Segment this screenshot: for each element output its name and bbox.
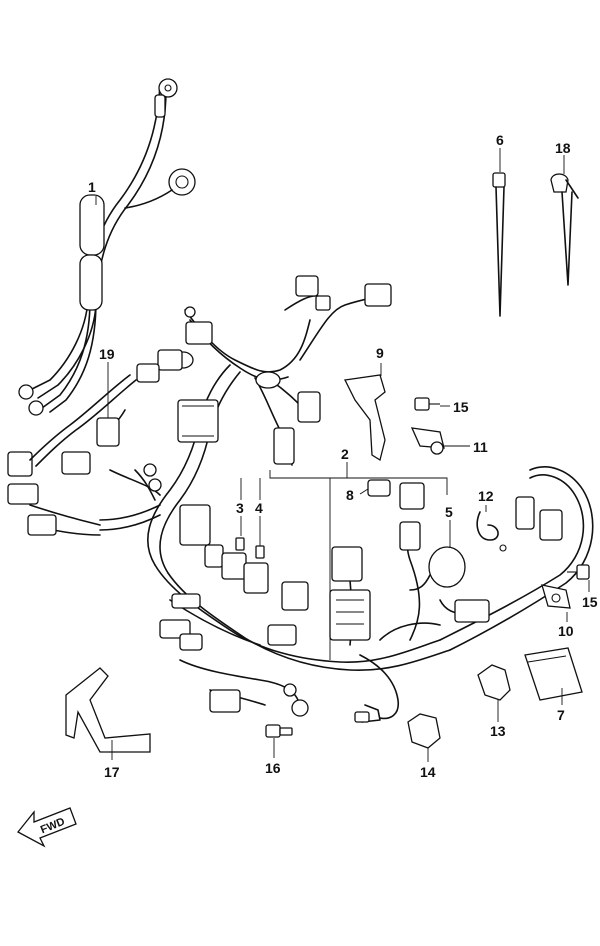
battery-cable-part-1 [18, 78, 196, 416]
part-label-8: 8 [346, 487, 354, 503]
part-label-16: 16 [265, 760, 281, 776]
fwd-direction-marker: FWD [17, 807, 77, 848]
bolt-part-15-right [567, 564, 590, 580]
bolt-part-16 [265, 724, 293, 738]
part-label-3: 3 [236, 500, 244, 516]
part-label-7: 7 [557, 707, 565, 723]
harness-connectors [7, 275, 563, 723]
part-label-10: 10 [558, 623, 574, 639]
bag-part-7 [524, 647, 583, 701]
clip-part-14 [407, 713, 441, 749]
part-label-15-right: 15 [582, 594, 598, 610]
leader-lines [95, 148, 590, 762]
fuse-parts-3-4 [235, 537, 265, 559]
part-label-6: 6 [496, 132, 504, 148]
cable-tie-part-18 [550, 173, 579, 286]
sub-harness-part-19 [29, 374, 137, 467]
clamp-part-10 [541, 584, 571, 609]
part-label-13: 13 [490, 723, 506, 739]
part-label-15-upper: 15 [453, 399, 469, 415]
part-label-17: 17 [104, 764, 120, 780]
part-label-18: 18 [555, 140, 571, 156]
band-part-12 [476, 511, 507, 552]
clip-part-13 [477, 664, 511, 701]
cable-tie-part-6 [492, 172, 506, 317]
buzzer-part-5 [409, 546, 466, 591]
part-label-1: 1 [88, 179, 96, 195]
part-label-19: 19 [99, 346, 115, 362]
part-label-14: 14 [420, 764, 436, 780]
part-label-4: 4 [255, 500, 263, 516]
bolt-part-15-upper [414, 397, 440, 411]
relay-part-8 [367, 479, 425, 551]
part-label-5: 5 [445, 504, 453, 520]
part-label-11: 11 [473, 439, 488, 455]
clamp-part-11 [410, 427, 445, 455]
bracket-part-17 [65, 667, 151, 753]
part-label-12: 12 [478, 488, 494, 504]
part-label-9: 9 [376, 345, 384, 361]
bracket-part-9 [344, 374, 386, 462]
part-label-2: 2 [341, 446, 349, 462]
